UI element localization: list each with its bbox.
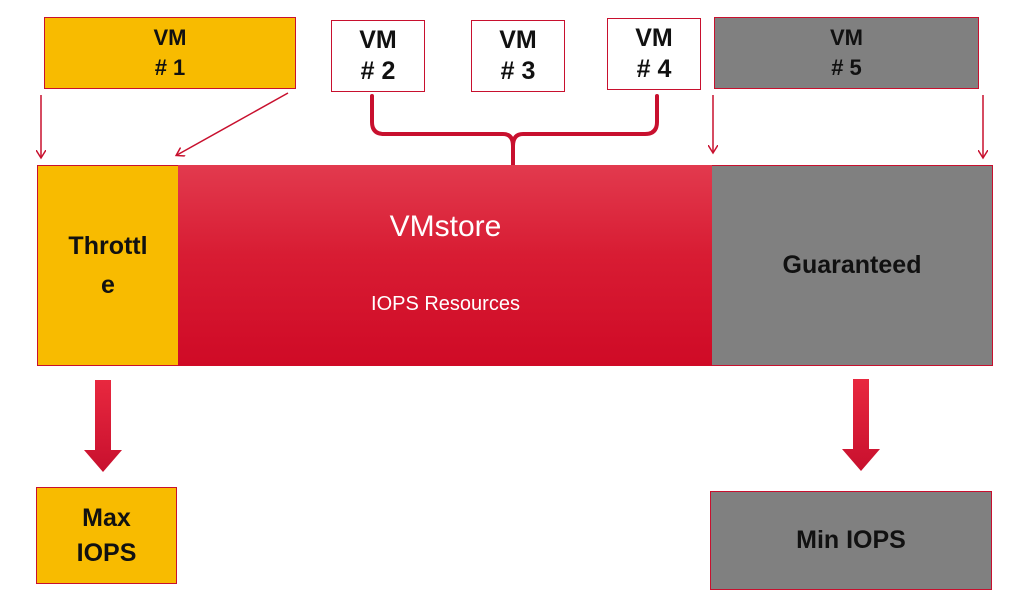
vmstore-title: VMstore: [389, 210, 502, 243]
vm1-number: # 1: [154, 55, 186, 80]
guaranteed-segment: Guaranteed: [712, 165, 993, 366]
min-iops-box: Min IOPS: [710, 491, 992, 590]
max-iops-label: Max IOPS: [76, 503, 137, 567]
vm4-number: # 4: [636, 55, 672, 83]
vm1-label: VM: [153, 25, 187, 51]
throttle-label: Throttl e: [68, 231, 148, 299]
min-iops-label: Min IOPS: [796, 526, 906, 554]
max-iops-box: Max IOPS: [36, 487, 177, 584]
vm3-label: VM: [499, 25, 537, 54]
guaranteed-label: Guaranteed: [782, 251, 922, 279]
vm4-label: VM: [635, 23, 673, 52]
vm3-box: VM # 3: [471, 20, 565, 92]
vm1-box: VM # 1: [44, 17, 296, 89]
vm4-box: VM # 4: [607, 18, 701, 90]
vm5-box: VM # 5: [714, 17, 979, 89]
vm2-label: VM: [359, 25, 397, 54]
vm5-number: # 5: [831, 55, 862, 80]
vmstore-segment: VMstore IOPS Resources: [178, 165, 713, 366]
vm2-number: # 2: [360, 57, 396, 85]
vm-group-bracket: [370, 94, 659, 167]
throttle-segment: Throttl e: [37, 165, 179, 366]
vm1-diagonal-arrow: [177, 92, 289, 155]
vm3-number: # 3: [500, 57, 536, 85]
vm2-box: VM # 2: [331, 20, 425, 92]
vmstore-subtitle: IOPS Resources: [371, 293, 520, 315]
vm5-label: VM: [830, 25, 863, 51]
